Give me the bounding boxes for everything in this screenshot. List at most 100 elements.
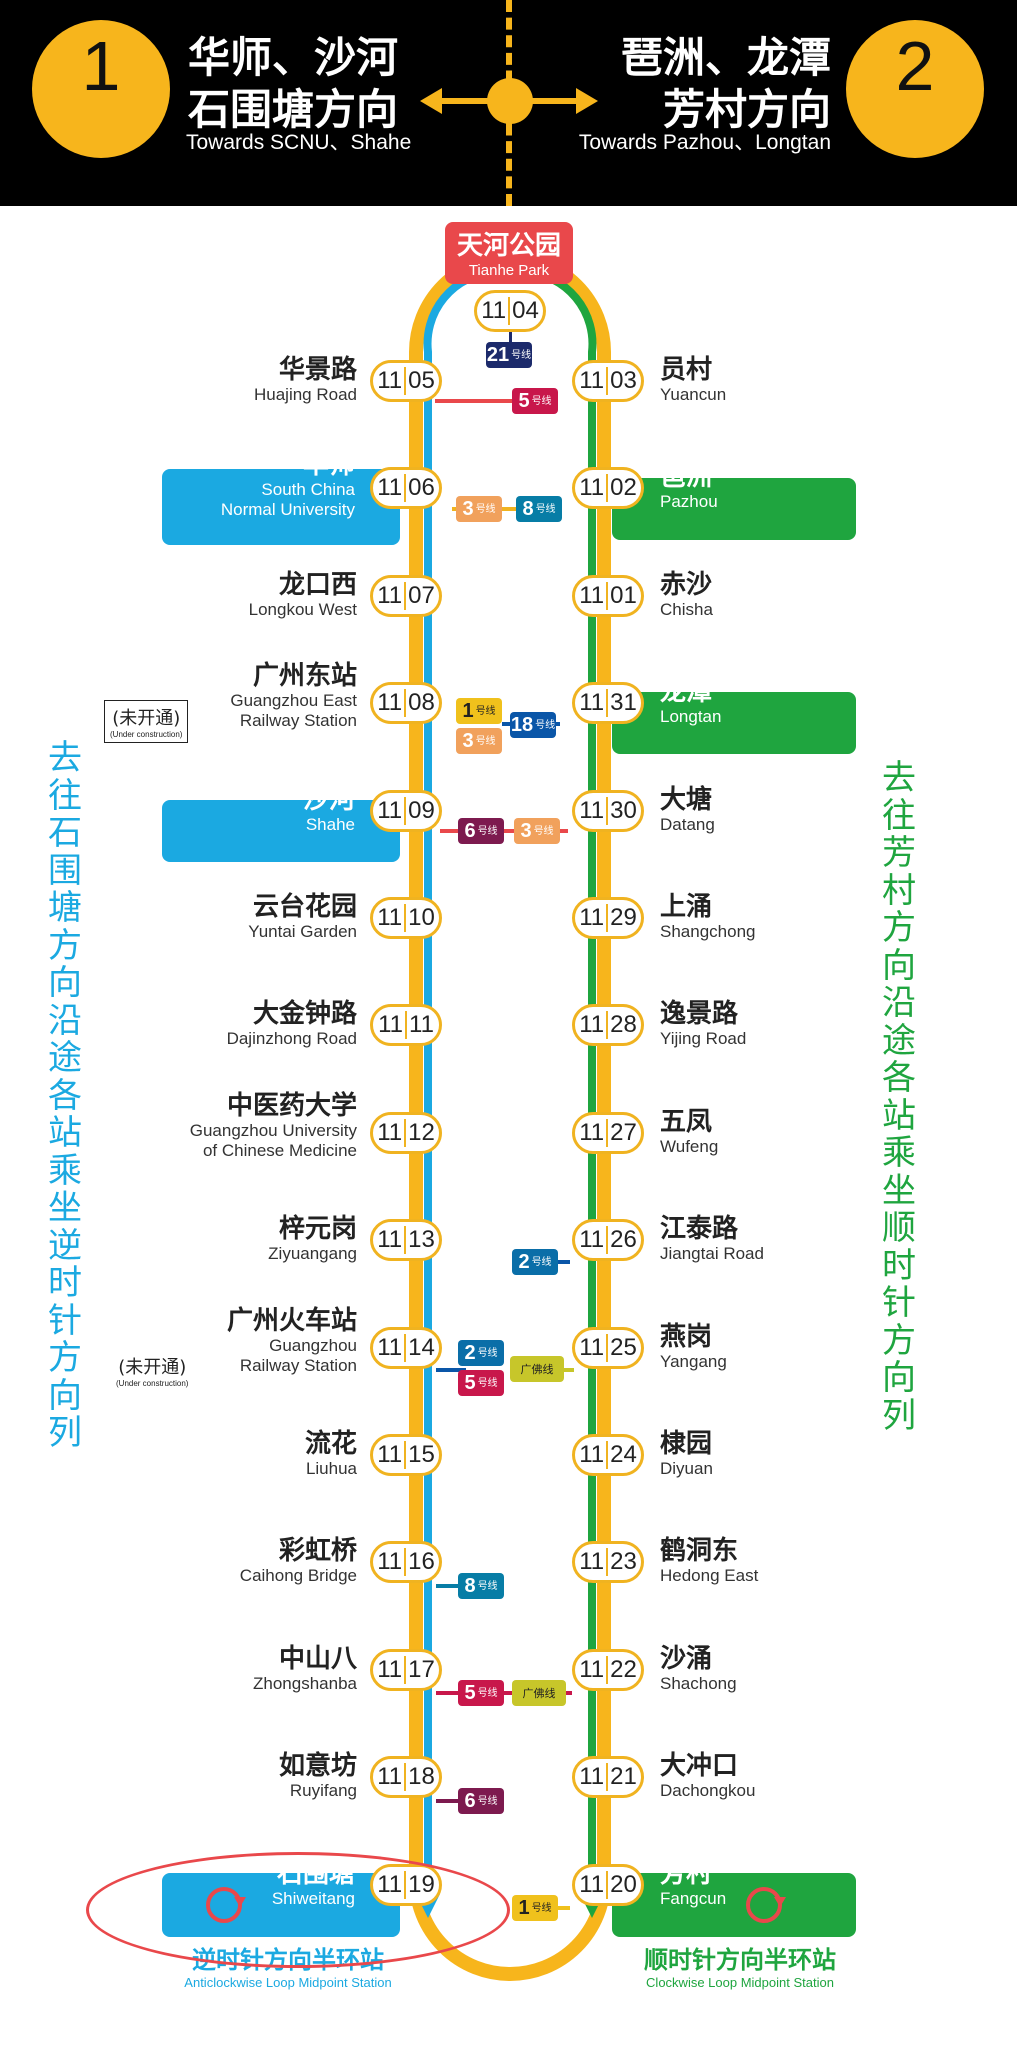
band-shahe — [162, 800, 400, 862]
clockwise-loop-icon — [746, 1887, 786, 1923]
direction-1-en: Towards SCNU、Shahe — [186, 131, 412, 154]
tianhe-cn: 天河公园 — [456, 231, 561, 261]
connector-r03 — [435, 399, 527, 403]
direction-1-badge: 1 — [32, 20, 170, 158]
under-construction-note-08: (未开通)(Under construction) — [104, 700, 189, 743]
direction-1-cn-line2: 石围塘方向 — [188, 85, 399, 134]
connector-r25 — [560, 1368, 574, 1372]
connector-l09-r30 — [440, 829, 568, 833]
band-pazhou — [612, 478, 856, 540]
transfer-r25-guangfo: 广佛线 — [510, 1356, 564, 1382]
station-tianhe-park: 天河公园 Tianhe Park — [445, 222, 573, 284]
header-center-dot — [487, 78, 533, 124]
connector-l06-r02 — [452, 507, 562, 511]
arrow-left-icon — [420, 88, 442, 114]
loop-outer-yellow — [409, 251, 611, 1981]
connector-l18 — [436, 1799, 466, 1803]
connector-l17-r22 — [436, 1691, 572, 1695]
connector-l16 — [436, 1584, 466, 1588]
arrow-right-icon — [576, 88, 598, 114]
transfer-r22-guangfo: 广佛线 — [512, 1680, 566, 1706]
connector-l14 — [436, 1368, 466, 1372]
direction-2-cn-line1: 琶洲、龙潭 — [620, 33, 831, 82]
tianhe-en: Tianhe Park — [468, 262, 550, 279]
side-note-clockwise: 去往芳村方向沿途各站乘坐顺时针方向列 — [882, 758, 916, 1436]
clockwise-midpoint-caption: 顺时针方向半环站 Clockwise Loop Midpoint Station — [644, 1946, 836, 1990]
connector-l21 — [509, 332, 512, 342]
band-longtan — [612, 692, 856, 754]
side-note-anticlockwise: 去往石围塘方向沿途各站乘坐逆时针方向列 — [48, 738, 82, 1453]
direction-2-en: Towards Pazhou、Longtan — [578, 131, 831, 154]
highlight-ellipse — [86, 1852, 510, 1968]
direction-2-badge: 2 — [846, 20, 984, 158]
under-construction-note-14: (未开通)(Under construction) — [116, 1357, 189, 1388]
